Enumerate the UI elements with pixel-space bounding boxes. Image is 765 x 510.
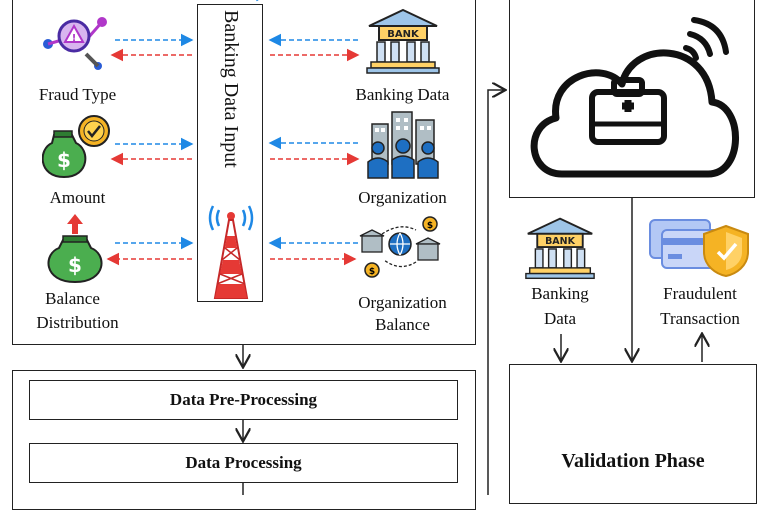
validation-phase-label: Validation Phase xyxy=(561,450,705,472)
left-arrow-rows xyxy=(106,33,194,266)
connectors xyxy=(106,0,765,495)
organization-label: Organization xyxy=(358,188,447,207)
data-processing-step: Data Processing xyxy=(29,443,458,483)
right-data-label: Data xyxy=(543,309,577,328)
validation-panel xyxy=(509,364,757,504)
svg-text:$: $ xyxy=(68,253,82,277)
organization-balance-label-1: Organization xyxy=(358,293,447,312)
banking-data-label: Banking Data xyxy=(355,85,450,104)
cloud-medkit-icon xyxy=(530,17,739,178)
organization-people-icon xyxy=(367,111,439,179)
bank-building-icon: BANK xyxy=(366,8,440,74)
data-preprocessing-step: Data Pre-Processing xyxy=(29,380,458,420)
organization-balance-label-2: Balance xyxy=(375,315,430,334)
money-bag-growth-icon: $ xyxy=(47,214,103,284)
money-bag-check-icon: $ xyxy=(42,115,110,179)
amount-label: Amount xyxy=(49,188,106,207)
bank-building-icon-right: BANK xyxy=(525,217,595,280)
fraud-type-label: Fraud Type xyxy=(38,85,117,104)
organization-balance-icon: $ $ xyxy=(359,216,441,278)
balance-label: Balance xyxy=(45,289,100,308)
right-banking-label: Banking xyxy=(531,284,589,303)
card-shield-icon xyxy=(649,219,749,278)
fraudulent-label: Fraudulent xyxy=(663,284,737,303)
distribution-label: Distribution xyxy=(36,313,119,332)
fraud-type-icon: ! xyxy=(43,17,107,70)
svg-text:BANK: BANK xyxy=(545,236,575,247)
svg-text:$: $ xyxy=(57,148,71,172)
signal-tower-icon xyxy=(208,205,254,299)
svg-text:!: ! xyxy=(72,33,77,44)
svg-text:BANK: BANK xyxy=(387,29,420,40)
transaction-label: Transaction xyxy=(660,309,740,328)
svg-text:$: $ xyxy=(427,221,433,231)
right-arrow-rows xyxy=(268,33,360,266)
svg-text:$: $ xyxy=(369,267,375,277)
